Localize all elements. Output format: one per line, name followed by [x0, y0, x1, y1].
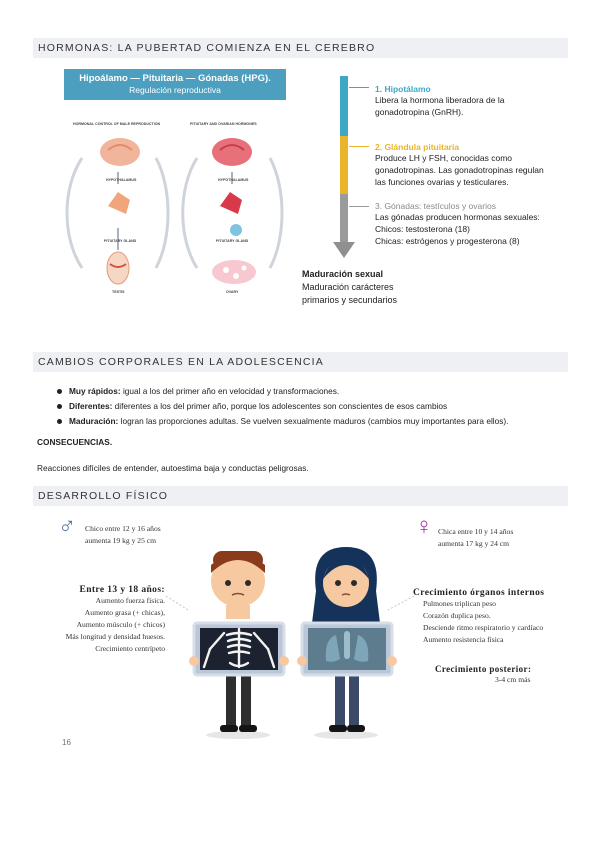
boy-figure	[189, 551, 289, 732]
boys-growth-line: Chico entre 12 y 16 años	[85, 524, 161, 533]
later-growth: Crecimiento posterior: 3-4 cm más	[435, 664, 575, 686]
pituitary-icon-right	[220, 192, 242, 214]
diagram-label-hypothalamus-left: HYPOTHALAMUS	[106, 178, 137, 182]
list-item: Aumento resistencia física	[423, 635, 504, 644]
xray-kids-illustration	[189, 547, 397, 739]
list-item: Crecimiento centrípeto	[95, 644, 165, 653]
timeline-step-3-line: Chicos: testosterona (18)	[375, 224, 470, 234]
bullet-label: Diferentes:	[69, 401, 113, 411]
girls-growth-line: aumenta 17 kg y 24 cm	[438, 539, 510, 548]
bullet-label: Maduración:	[69, 416, 119, 426]
boys-changes: Entre 13 y 18 años: Aumento fuerza físic…	[34, 585, 165, 655]
girls-changes: Crecimiento órganos internos Pulmones tr…	[413, 588, 573, 646]
male-icon: ♂	[58, 513, 76, 540]
page-number: 16	[62, 738, 71, 747]
hpg-banner: Hipoálamo — Pituitaria — Gónadas (HPG). …	[64, 69, 286, 100]
maturation-block: Maduración sexual Maduración carácteres …	[302, 268, 397, 307]
list-item: Maduración: logran las proporciones adul…	[56, 414, 509, 429]
pituitary-icon-left	[108, 192, 130, 214]
list-item: Corazón duplica peso.	[423, 611, 491, 620]
girls-growth: Chica entre 10 y 14 años aumenta 17 kg y…	[438, 526, 513, 550]
bullet-text: logran las proporciones adultas. Se vuel…	[118, 416, 509, 426]
timeline-step-3-title: 3. Gónadas: testículos y ovarios	[375, 201, 496, 211]
boys-growth-line: aumenta 19 kg y 25 cm	[85, 536, 157, 545]
timeline-step-1-line: Libera la hormona liberadora de la	[375, 95, 505, 105]
maturation-title: Maduración sexual	[302, 269, 384, 279]
brain-icon-left	[100, 138, 140, 166]
consequences-text: Reacciones difíciles de entender, autoes…	[37, 463, 309, 473]
consequences-label: CONSECUENCIAS.	[37, 437, 113, 447]
list-item: Aumento fuerza física.	[95, 596, 165, 605]
list-item: Muy rápidos: igual a los del primer año …	[56, 384, 508, 399]
timeline-step-3-line: Las gónadas producen hormonas sexuales:	[375, 212, 540, 222]
section-title-cambios: CAMBIOS CORPORALES EN LA ADOLESCENCIA	[38, 356, 324, 368]
timeline-step-1: 1. Hipotálamo Libera la hormona liberado…	[375, 84, 504, 118]
list-item: Más longitud y densidad huesos.	[65, 632, 165, 641]
boys-growth: Chico entre 12 y 16 años aumenta 19 kg y…	[85, 523, 161, 547]
later-text: 3-4 cm más	[495, 675, 531, 684]
diagram-label-hypothalamus-right: HYPOTHALAMUS	[218, 178, 249, 182]
list-item: Desciende ritmo respiratorio y cardíaco	[423, 623, 544, 632]
female-icon: ♀	[415, 513, 433, 540]
bullet-text: igual a los del primer año en velocidad …	[120, 386, 340, 396]
section-title-hormonas: HORMONAS: LA PUBERTAD COMIENZA EN EL CER…	[38, 42, 376, 54]
bullet-label: Muy rápidos:	[69, 386, 121, 396]
maturation-line: Maduración carácteres	[302, 282, 394, 292]
timeline-step-2-line: las funciones ovarias y testiculares.	[375, 177, 509, 187]
feedback-arrow-left-outer	[65, 157, 84, 269]
section-band-desarrollo: DESARROLLO FÍSICO	[33, 486, 568, 506]
timeline-step-1-title: 1. Hipotálamo	[375, 84, 431, 94]
changes-list: Muy rápidos: igual a los del primer año …	[55, 384, 508, 429]
timeline-step-2-line: gonadotropinas. Las gonadotropinas regul…	[375, 165, 544, 175]
diagram-label-pituitary-right: PITUITARY GLAND	[216, 239, 249, 243]
hpg-banner-title: Hipoálamo — Pituitaria — Gónadas (HPG).	[79, 73, 271, 84]
list-item: Aumento grasa (+ chicas),	[84, 608, 165, 617]
timeline-step-2-title: 2. Glándula pituitaria	[375, 142, 460, 152]
maturation-line: primarios y secundarios	[302, 295, 398, 305]
boys-heading: Entre 13 y 18 años:	[79, 585, 165, 595]
pointer-lines	[165, 595, 415, 611]
timeline-step-3-line: Chicas: estrógenos y progesterona (8)	[375, 236, 520, 246]
diagram-left-title: HORMONAL CONTROL OF MALE REPRODUCTION	[73, 122, 161, 126]
list-item: Pulmones triplican peso	[423, 599, 496, 608]
timeline-step-3: 3. Gónadas: testículos y ovarios Las gón…	[375, 201, 540, 247]
section-title-desarrollo: DESARROLLO FÍSICO	[38, 490, 169, 502]
timeline-step-1-line: gonadotropina (GnRH).	[375, 107, 464, 117]
feedback-arrow-right-outer	[181, 157, 199, 269]
hpg-banner-subtitle: Regulación reproductiva	[129, 85, 221, 95]
girls-heading: Crecimiento órganos internos	[413, 588, 545, 598]
girl-figure	[297, 547, 397, 732]
diagram-label-testis: TESTIS	[112, 290, 125, 294]
girls-growth-line: Chica entre 10 y 14 años	[438, 527, 514, 536]
list-item: Aumento músculo (+ chicos)	[76, 620, 165, 629]
ovary-icon	[212, 260, 256, 284]
timeline-step-2: 2. Glándula pituitaria Produce LH y FSH,…	[375, 142, 544, 188]
feedback-arrow-right-inner	[268, 157, 284, 269]
hpg-illustration	[65, 138, 284, 285]
section-band-hormonas: HORMONAS: LA PUBERTAD COMIENZA EN EL CER…	[33, 38, 568, 58]
bullet-text: diferentes a los del primer año, porque …	[112, 401, 448, 411]
later-heading: Crecimiento posterior:	[435, 664, 532, 674]
feedback-arrow-left-inner	[154, 157, 170, 269]
timeline-arrow	[333, 76, 355, 258]
diagram-label-pituitary-left: PITUITARY GLAND	[104, 239, 137, 243]
list-item: Diferentes: diferentes a los del primer …	[56, 399, 508, 414]
diagram-right-title: PITUITARY AND OVARIAN HORMONES	[190, 122, 257, 126]
brain-icon-right	[212, 138, 252, 166]
section-band-cambios: CAMBIOS CORPORALES EN LA ADOLESCENCIA	[33, 352, 568, 372]
diagram-label-ovary: OVARY	[226, 290, 239, 294]
timeline-step-2-line: Produce LH y FSH, conocidas como	[375, 153, 513, 163]
